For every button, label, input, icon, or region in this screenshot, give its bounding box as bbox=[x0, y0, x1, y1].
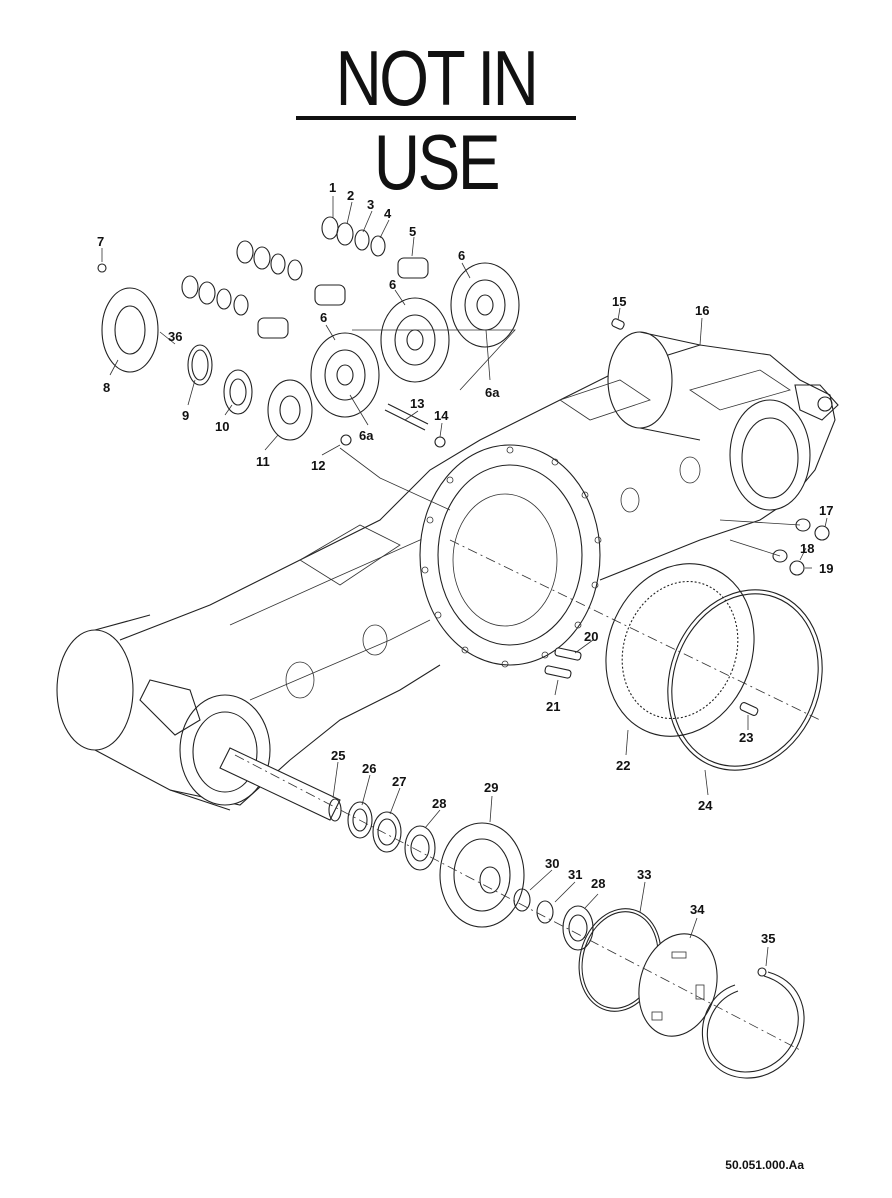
callout-9: 9 bbox=[182, 408, 189, 423]
callout-25: 25 bbox=[331, 748, 345, 763]
callout-7: 7 bbox=[97, 234, 104, 249]
callout-26: 26 bbox=[362, 761, 376, 776]
callout-22: 22 bbox=[616, 758, 630, 773]
callout-16: 16 bbox=[695, 303, 709, 318]
callout-6: 6 bbox=[320, 310, 327, 325]
title-underline bbox=[296, 116, 576, 120]
upper-gear-train bbox=[97, 216, 520, 511]
callout-12: 12 bbox=[311, 458, 325, 473]
callout-31: 31 bbox=[568, 867, 582, 882]
callout-24: 24 bbox=[698, 798, 713, 813]
callout-8: 8 bbox=[103, 380, 110, 395]
callout-13: 13 bbox=[410, 396, 424, 411]
callout-19: 19 bbox=[819, 561, 833, 576]
callout-6: 6 bbox=[389, 277, 396, 292]
callout-5: 5 bbox=[409, 224, 416, 239]
drawing-code: 50.051.000.Aa bbox=[725, 1158, 804, 1172]
lower-gear-train bbox=[219, 747, 805, 1079]
leader-lines bbox=[101, 196, 828, 967]
callout-21: 21 bbox=[546, 699, 560, 714]
callout-30: 30 bbox=[545, 856, 559, 871]
callout-6: 6 bbox=[458, 248, 465, 263]
callout-28: 28 bbox=[432, 796, 446, 811]
callout-18: 18 bbox=[800, 541, 814, 556]
callout-28: 28 bbox=[591, 876, 605, 891]
callout-23: 23 bbox=[739, 730, 753, 745]
callout-6a: 6a bbox=[359, 428, 374, 443]
callout-34: 34 bbox=[690, 902, 705, 917]
callout-labels: 1 2 3 4 5 6 6 6 6a 6a 7 8 9 10 11 12 13 … bbox=[97, 180, 833, 946]
callout-3: 3 bbox=[367, 197, 374, 212]
page-title: NOT IN USE bbox=[335, 34, 539, 206]
callout-35: 35 bbox=[761, 931, 775, 946]
callout-20: 20 bbox=[584, 629, 598, 644]
callout-33: 33 bbox=[637, 867, 651, 882]
callout-11: 11 bbox=[256, 454, 270, 469]
callout-2: 2 bbox=[347, 188, 354, 203]
axle-housing bbox=[56, 331, 839, 811]
snap-ring bbox=[667, 589, 823, 771]
callout-1: 1 bbox=[329, 180, 336, 195]
callout-36: 36 bbox=[168, 329, 182, 344]
callout-27: 27 bbox=[392, 774, 406, 789]
callout-17: 17 bbox=[819, 503, 833, 518]
callout-10: 10 bbox=[215, 419, 229, 434]
small-fasteners bbox=[544, 318, 830, 716]
callout-29: 29 bbox=[484, 780, 498, 795]
callout-4: 4 bbox=[384, 206, 392, 221]
callout-14: 14 bbox=[434, 408, 449, 423]
callout-15: 15 bbox=[612, 294, 626, 309]
callout-6a: 6a bbox=[485, 385, 500, 400]
